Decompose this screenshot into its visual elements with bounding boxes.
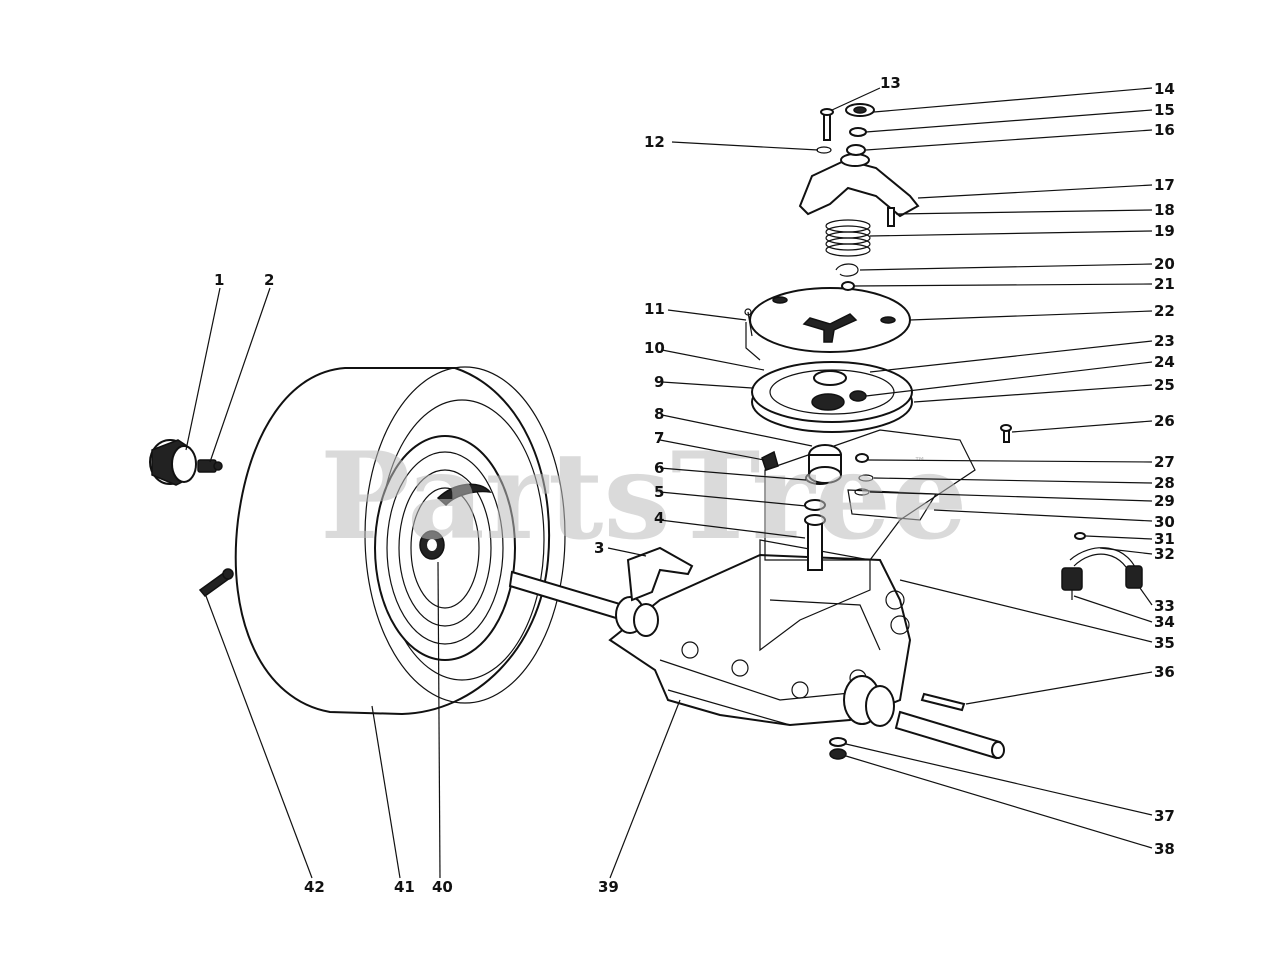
label-42[interactable]: 42 (304, 878, 325, 896)
label-14[interactable]: 14 (1154, 80, 1175, 98)
label-40[interactable]: 40 (432, 878, 453, 896)
label-3[interactable]: 3 (594, 539, 604, 557)
spring-19[interactable] (825, 219, 871, 257)
screw-31[interactable] (1074, 532, 1086, 540)
label-41[interactable]: 41 (394, 878, 415, 896)
label-21[interactable]: 21 (1154, 275, 1175, 293)
hub-cap-1[interactable] (149, 439, 197, 486)
label-36[interactable]: 36 (1154, 663, 1175, 681)
key-36[interactable] (920, 692, 966, 712)
pin-11[interactable] (744, 308, 753, 337)
label-1[interactable]: 1 (214, 271, 224, 289)
pressure-plate-22[interactable] (749, 287, 911, 353)
label-4[interactable]: 4 (654, 509, 664, 527)
label-30[interactable]: 30 (1154, 513, 1175, 531)
label-35[interactable]: 35 (1154, 634, 1175, 652)
label-29[interactable]: 29 (1154, 492, 1175, 510)
label-24[interactable]: 24 (1154, 353, 1175, 371)
label-38[interactable]: 38 (1154, 840, 1175, 858)
label-34[interactable]: 34 (1154, 613, 1175, 631)
bushing-14[interactable] (845, 103, 875, 117)
label-13[interactable]: 13 (880, 74, 901, 92)
label-28[interactable]: 28 (1154, 474, 1175, 492)
clip-7[interactable] (761, 450, 779, 471)
label-6[interactable]: 6 (654, 459, 664, 477)
washer-5[interactable] (804, 499, 826, 511)
label-18[interactable]: 18 (1154, 201, 1175, 219)
label-19[interactable]: 19 (1154, 222, 1175, 240)
label-37[interactable]: 37 (1154, 807, 1175, 825)
label-12[interactable]: 12 (644, 133, 665, 151)
label-31[interactable]: 31 (1154, 530, 1175, 548)
label-26[interactable]: 26 (1154, 412, 1175, 430)
bracket-3[interactable] (626, 546, 694, 602)
label-33[interactable]: 33 (1154, 597, 1175, 615)
bearing-8[interactable] (808, 444, 842, 484)
grease-fitting-2[interactable] (197, 459, 223, 473)
label-10[interactable]: 10 (644, 339, 665, 357)
label-5[interactable]: 5 (654, 483, 664, 501)
snap-ring-20[interactable] (835, 263, 859, 277)
label-27[interactable]: 27 (1154, 453, 1175, 471)
nut-38[interactable] (829, 748, 847, 760)
key-21[interactable] (841, 281, 855, 291)
clutch-disc-9[interactable] (751, 361, 913, 433)
yoke-17[interactable] (798, 153, 920, 218)
valve-stem-42[interactable] (198, 568, 234, 598)
connector-33[interactable] (1125, 565, 1143, 589)
pin-18[interactable] (887, 207, 895, 227)
label-2[interactable]: 2 (264, 271, 274, 289)
nut-27[interactable] (855, 453, 869, 463)
label-7[interactable]: 7 (654, 429, 664, 447)
screw-26[interactable] (1000, 424, 1012, 443)
lockwasher-12[interactable] (816, 146, 832, 154)
bolt-13[interactable] (820, 108, 834, 141)
switch-34[interactable] (1061, 567, 1083, 600)
watermark-trademark: ™ (914, 455, 926, 469)
washer-29[interactable] (854, 488, 870, 496)
label-17[interactable]: 17 (1154, 176, 1175, 194)
washer-37[interactable] (829, 737, 847, 747)
label-22[interactable]: 22 (1154, 302, 1175, 320)
washer-28[interactable] (858, 474, 874, 482)
leader-lines (185, 87, 1153, 879)
label-9[interactable]: 9 (654, 373, 664, 391)
washer-15[interactable] (849, 127, 867, 137)
label-20[interactable]: 20 (1154, 255, 1175, 273)
label-16[interactable]: 16 (1154, 121, 1175, 139)
watermark-text: PartsTree (320, 426, 967, 567)
label-11[interactable]: 11 (644, 300, 665, 318)
pinion-shaft-4[interactable] (804, 514, 826, 571)
gear-case-cover-35[interactable] (759, 429, 976, 652)
label-8[interactable]: 8 (654, 405, 664, 423)
label-15[interactable]: 15 (1154, 101, 1175, 119)
label-39[interactable]: 39 (598, 878, 619, 896)
part-number-labels: 1 2 3 4 5 6 7 8 9 10 11 12 13 14 15 16 1… (214, 74, 1175, 896)
bushing-16[interactable] (846, 144, 866, 156)
label-32[interactable]: 32 (1154, 545, 1175, 563)
label-23[interactable]: 23 (1154, 332, 1175, 350)
wheel-rim-40[interactable] (374, 435, 516, 661)
label-25[interactable]: 25 (1154, 376, 1175, 394)
